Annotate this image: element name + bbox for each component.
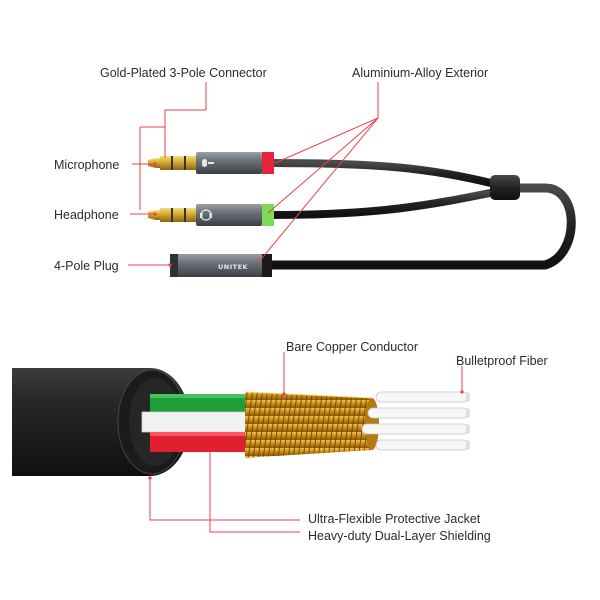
headphone-cable xyxy=(266,188,499,219)
label-headphone: Headphone xyxy=(54,208,119,222)
label-microphone: Microphone xyxy=(54,158,119,172)
bulletproof-fibers xyxy=(361,391,470,451)
label-shielding: Heavy-duty Dual-Layer Shielding xyxy=(308,529,491,543)
headphone-color-ring xyxy=(262,204,274,226)
label-four-pole: 4-Pole Plug xyxy=(54,259,119,273)
main-cable xyxy=(270,183,576,270)
label-copper: Bare Copper Conductor xyxy=(286,340,418,354)
label-alloy-exterior: Aluminium-Alloy Exterior xyxy=(352,66,488,80)
copper-conductor xyxy=(245,392,372,458)
brand-logo: UNITEK xyxy=(218,263,249,271)
label-fiber: Bulletproof Fiber xyxy=(456,354,548,368)
mic-color-ring xyxy=(262,152,274,174)
headphone-icon xyxy=(200,209,212,221)
microphone-plug xyxy=(148,152,274,174)
wire-red xyxy=(150,432,250,452)
y-splitter-assembly: UNITEK Gold-Plated 3-Pole Connector Alum… xyxy=(54,66,576,277)
cable-cross-section: Bare Copper Conductor Bulletproof Fiber … xyxy=(12,340,548,543)
mic-icon xyxy=(202,159,214,167)
wire-white xyxy=(141,411,251,433)
mic-cable xyxy=(266,159,499,188)
splitter-joint xyxy=(490,175,520,200)
headphone-plug xyxy=(148,204,274,226)
label-gold-connector: Gold-Plated 3-Pole Connector xyxy=(100,66,267,80)
four-pole-plug: UNITEK xyxy=(170,254,272,277)
top-leaders xyxy=(128,82,379,267)
label-jacket: Ultra-Flexible Protective Jacket xyxy=(308,512,481,526)
wire-green xyxy=(150,394,250,412)
bottom-leaders xyxy=(148,352,464,533)
